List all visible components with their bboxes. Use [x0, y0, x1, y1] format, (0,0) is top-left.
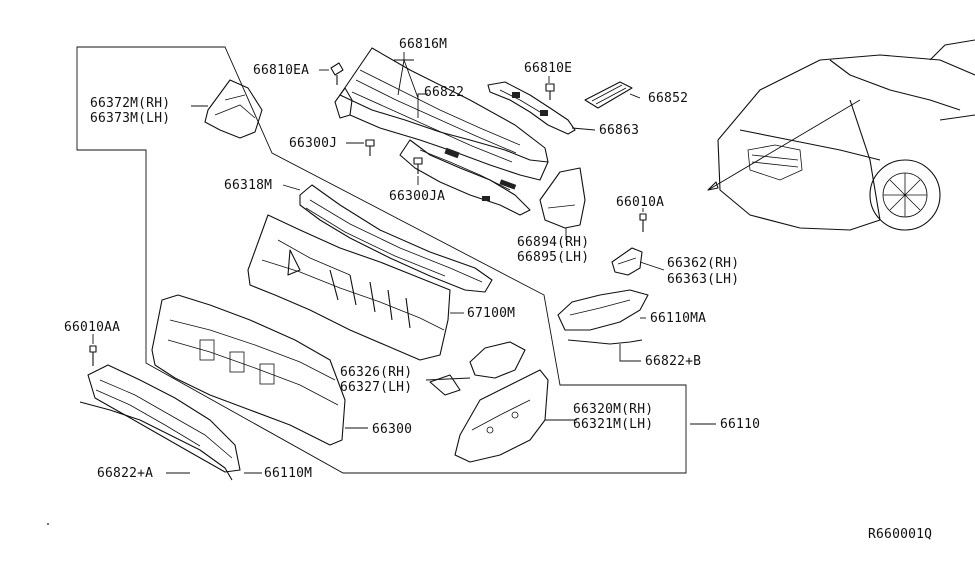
bracket-66372M-part [204, 79, 263, 139]
vehicle-front-illustration [707, 39, 975, 231]
bracket-66326-part [429, 341, 526, 396]
reinforcement-66318M-part [299, 184, 493, 293]
label-66362-rh: 66362(RH) [667, 256, 740, 271]
assembly-boundary-line [76, 46, 687, 474]
label-66372M-rh: 66372M(RH) [90, 96, 171, 111]
label-66822-a: 66822+A [97, 466, 154, 481]
label-66326-rh: 66326(RH) [340, 365, 413, 380]
label-66810EA: 66810EA [253, 63, 310, 78]
label-66363-lh: 66363(LH) [667, 272, 740, 287]
label-66895-lh: 66895(LH) [517, 250, 590, 265]
label-66300JA: 66300JA [389, 189, 446, 204]
label-66110M: 66110M [264, 466, 313, 481]
leader-lines [92, 52, 716, 474]
bracket-66863-part [487, 81, 576, 135]
clip-66300J-part [365, 139, 375, 156]
label-66327-lh: 66327(LH) [340, 380, 413, 395]
panel-66110MA-part [557, 289, 649, 331]
label-66110MA: 66110MA [650, 311, 707, 326]
dash-upper-67100M-part [247, 214, 451, 361]
vent-66852-part [584, 81, 633, 109]
clip-66810E-part [545, 83, 555, 100]
label-66822-b: 66822+B [645, 354, 702, 369]
label-66300: 66300 [372, 422, 413, 437]
diagram-code: R660001Q [868, 527, 933, 542]
label-66810E: 66810E [524, 61, 573, 76]
clip-66300JA-part [413, 157, 423, 174]
cowl-panel-66110M-part [87, 364, 241, 473]
label-66110: 66110 [720, 417, 761, 432]
label-66320M-rh: 66320M(RH) [573, 402, 654, 417]
label-66822: 66822 [424, 85, 465, 100]
side-panel-66320M-part [454, 369, 549, 463]
label-66863: 66863 [599, 123, 640, 138]
label-66010A: 66010A [616, 195, 665, 210]
seal-66822A-part [79, 401, 233, 481]
label-66852: 66852 [648, 91, 689, 106]
label-66010AA: 66010AA [64, 320, 121, 335]
label-66300J: 66300J [289, 136, 338, 151]
dot-mark [47, 523, 49, 525]
seal-66822B-part [567, 339, 643, 345]
label-66816M: 66816M [399, 37, 448, 52]
clip-66810EA-part [330, 62, 344, 85]
label-66318M: 66318M [224, 178, 273, 193]
label-66894-rh: 66894(RH) [517, 235, 590, 250]
label-67100M: 67100M [467, 306, 516, 321]
dash-lower-66300-part [151, 294, 346, 446]
extension-66894-part [539, 167, 586, 229]
label-66321M-lh: 66321M(LH) [573, 417, 654, 432]
bracket-66362-part [611, 247, 643, 276]
label-66373M-lh: 66373M(LH) [90, 111, 171, 126]
cowl-top-grille-part [334, 47, 549, 216]
clip-66010AA-part [89, 345, 97, 366]
clip-66010A-part [639, 213, 647, 232]
